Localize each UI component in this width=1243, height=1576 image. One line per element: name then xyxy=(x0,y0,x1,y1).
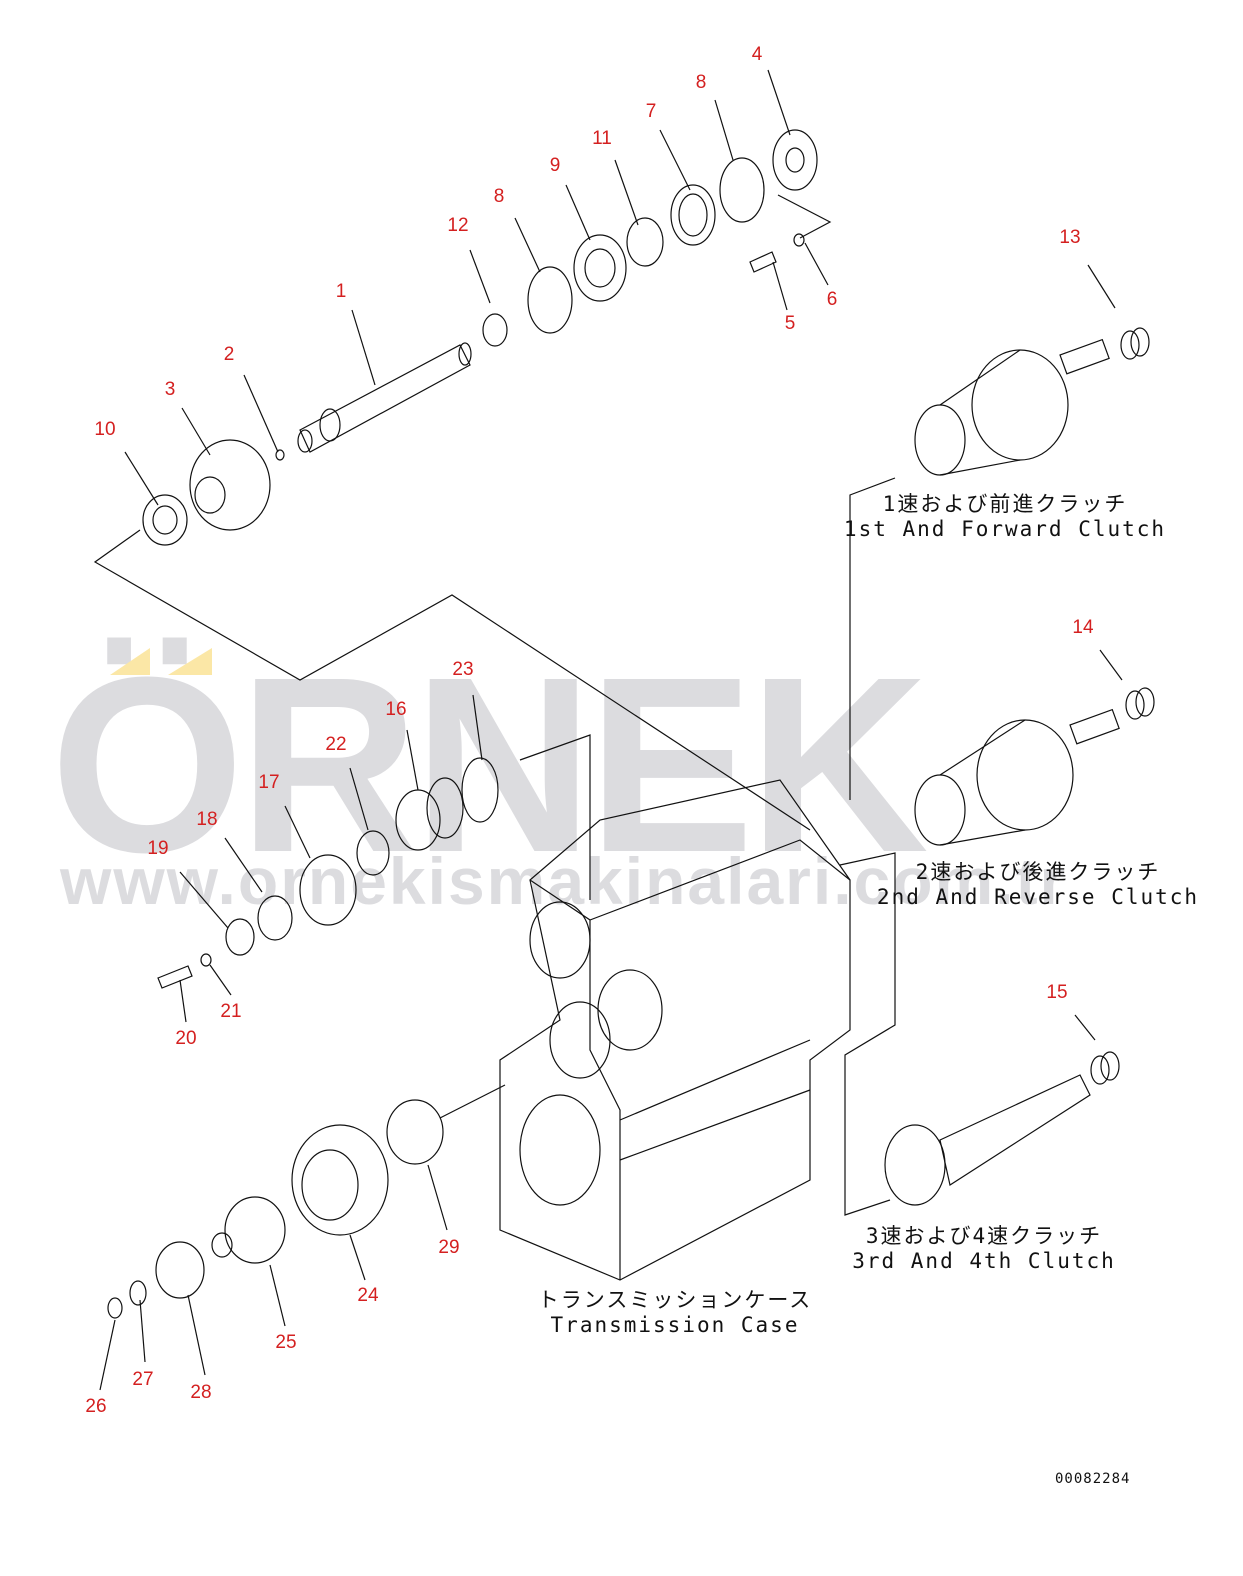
watermark-url: www.ornekismakinalari.com.tr xyxy=(60,844,1068,918)
callout-8: 8 xyxy=(695,72,707,93)
ring-11 xyxy=(626,217,664,267)
snap-ring-23 xyxy=(461,757,499,823)
callout-2: 2 xyxy=(223,344,235,365)
caption-jp: 2速および後進クラッチ xyxy=(915,860,1161,884)
bearing-29 xyxy=(386,1099,444,1165)
washer-6 xyxy=(793,233,805,247)
gear-3 xyxy=(189,439,271,531)
callout-11: 11 xyxy=(592,128,612,149)
callout-3: 3 xyxy=(164,379,176,400)
bearing-28 xyxy=(155,1241,205,1299)
callout-6: 6 xyxy=(826,289,838,310)
bearing-17 xyxy=(299,854,357,926)
ring-18 xyxy=(257,895,293,941)
clutch-2-assembly xyxy=(914,687,1155,846)
callout-18: 18 xyxy=(196,809,218,830)
watermark-logo: ÖRNEK xyxy=(50,625,929,904)
callout-12: 12 xyxy=(447,215,469,236)
caption-clutch-1: 1速および前進クラッチ 1st And Forward Clutch xyxy=(844,492,1166,542)
callout-8: 8 xyxy=(493,186,505,207)
bearing-10 xyxy=(142,494,188,546)
callout-4: 4 xyxy=(751,44,763,65)
caption-en: 1st And Forward Clutch xyxy=(843,517,1167,541)
callout-29: 29 xyxy=(438,1237,460,1258)
callout-13: 13 xyxy=(1059,227,1081,248)
caption-jp: 1速および前進クラッチ xyxy=(882,492,1128,516)
leader-lines xyxy=(93,69,1123,1391)
callout-19: 19 xyxy=(147,838,169,859)
bolt-5 xyxy=(749,251,777,273)
gear-25 xyxy=(211,1196,286,1264)
caption-en: Transmission Case xyxy=(550,1313,800,1337)
drawing-code: 00082284 xyxy=(1055,1471,1131,1487)
logo-accent-right xyxy=(168,648,212,675)
transmission-case xyxy=(499,779,851,1281)
cover-4 xyxy=(772,129,818,191)
gear-24 xyxy=(291,1124,389,1236)
callout-5: 5 xyxy=(784,313,796,334)
caption-jp: 3速および4速クラッチ xyxy=(865,1224,1103,1248)
callout-7: 7 xyxy=(645,101,657,122)
callout-23: 23 xyxy=(452,659,474,680)
snap-ring-8b xyxy=(719,157,765,223)
callout-21: 21 xyxy=(220,1001,242,1022)
caption-clutch-3: 3速および4速クラッチ 3rd And 4th Clutch xyxy=(852,1224,1116,1274)
callout-15: 15 xyxy=(1046,982,1068,1003)
callout-22: 22 xyxy=(325,734,347,755)
ring-22 xyxy=(356,830,390,876)
callout-16: 16 xyxy=(385,699,407,720)
callout-28: 28 xyxy=(190,1382,212,1403)
clutch-3-assembly xyxy=(884,1051,1120,1206)
callout-24: 24 xyxy=(357,1285,379,1306)
callout-25: 25 xyxy=(275,1332,297,1353)
bearing-9 xyxy=(573,234,627,302)
clutch-1-assembly xyxy=(914,327,1150,476)
snap-ring-27 xyxy=(129,1280,147,1306)
seal-7 xyxy=(670,184,716,246)
snap-ring-12 xyxy=(482,313,508,347)
logo-accent-left xyxy=(110,648,150,675)
callout-14: 14 xyxy=(1072,617,1094,638)
caption-clutch-2: 2速および後進クラッチ 2nd And Reverse Clutch xyxy=(877,860,1199,910)
nut-2 xyxy=(275,449,285,461)
washer-19 xyxy=(225,918,255,956)
caption-en: 2nd And Reverse Clutch xyxy=(876,885,1200,909)
caption-jp: トランスミッションケース xyxy=(537,1288,813,1312)
caption-en: 3rd And 4th Clutch xyxy=(852,1249,1116,1273)
callout-20: 20 xyxy=(175,1028,197,1049)
callout-26: 26 xyxy=(85,1396,107,1417)
bolt-20 xyxy=(157,965,193,989)
callout-17: 17 xyxy=(258,772,280,793)
washer-21 xyxy=(200,953,212,967)
bearing-16 xyxy=(395,777,464,851)
callout-1: 1 xyxy=(335,281,347,302)
caption-transmission-case: トランスミッションケース Transmission Case xyxy=(538,1288,813,1338)
callout-9: 9 xyxy=(549,155,561,176)
callout-27: 27 xyxy=(132,1369,154,1390)
callout-10: 10 xyxy=(94,419,116,440)
input-shaft xyxy=(297,342,472,453)
ring-26 xyxy=(107,1297,123,1319)
snap-ring-8a xyxy=(527,266,573,334)
